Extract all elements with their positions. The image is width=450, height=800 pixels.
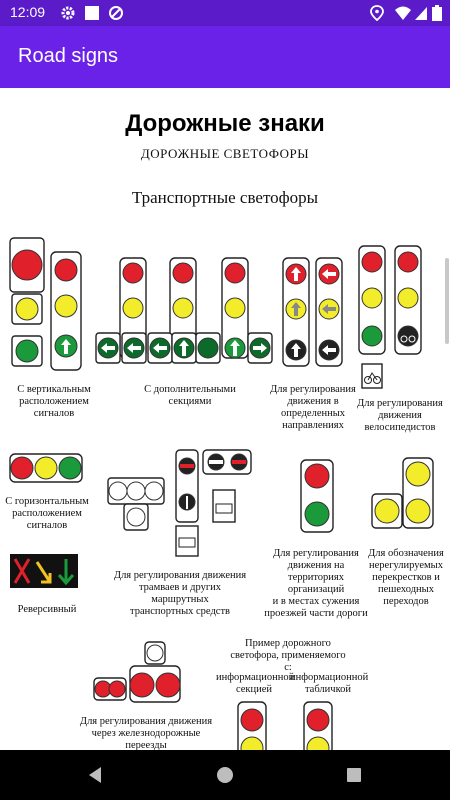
gear-icon bbox=[61, 6, 75, 20]
signal-icon bbox=[415, 7, 427, 20]
navigation-bar bbox=[0, 750, 450, 800]
traffic-light-directions bbox=[282, 257, 343, 367]
section-title: Транспортные светофоры bbox=[131, 188, 319, 207]
status-bar: 12:09 bbox=[0, 0, 450, 26]
wifi-icon bbox=[395, 6, 411, 20]
traffic-light-reversible bbox=[10, 554, 78, 588]
app-title: Road signs bbox=[18, 45, 119, 67]
caption-reversible: Реверсивный bbox=[17, 604, 77, 615]
no-disturb-icon bbox=[109, 6, 123, 20]
app-bar: Road signs bbox=[0, 26, 450, 88]
content-image[interactable]: Дорожные знаки ДОРОЖНЫЕ СВЕТОФОРЫ Трансп… bbox=[0, 88, 450, 750]
traffic-light-example-info bbox=[237, 701, 333, 750]
page-subheading: ДОРОЖНЫЕ СВЕТОФОРЫ bbox=[140, 146, 310, 161]
status-time: 12:09 bbox=[10, 4, 46, 20]
traffic-light-additional-sections bbox=[95, 257, 273, 364]
traffic-light-railway bbox=[93, 641, 181, 703]
traffic-lights-illustration: .box { fill:#fff; stroke:#222; stroke-wi… bbox=[9, 237, 434, 750]
recents-icon[interactable] bbox=[342, 763, 366, 787]
page-heading: Дорожные знаки bbox=[125, 110, 325, 137]
traffic-light-territory bbox=[300, 459, 334, 533]
traffic-light-vertical bbox=[9, 237, 82, 371]
traffic-light-bicycle bbox=[358, 245, 422, 389]
location-icon bbox=[370, 5, 384, 21]
square-notification-icon bbox=[85, 6, 99, 20]
back-icon[interactable] bbox=[84, 763, 108, 787]
traffic-light-horizontal bbox=[9, 453, 83, 483]
battery-icon bbox=[432, 5, 442, 21]
traffic-light-tram bbox=[107, 449, 252, 557]
home-icon[interactable] bbox=[213, 763, 237, 787]
traffic-light-unregulated bbox=[371, 457, 434, 529]
scrollbar[interactable] bbox=[445, 258, 449, 344]
